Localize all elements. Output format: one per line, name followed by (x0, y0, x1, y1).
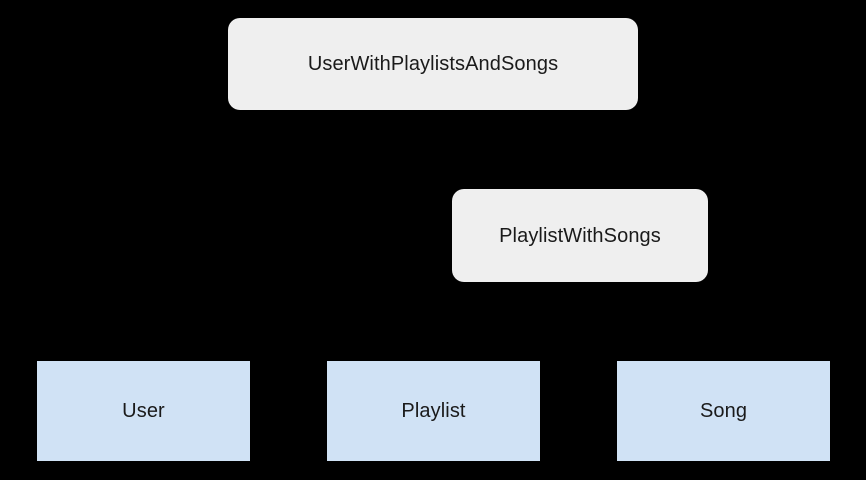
node-label: User (122, 400, 165, 422)
node-label: UserWithPlaylistsAndSongs (307, 53, 559, 75)
node-user[interactable]: User (37, 361, 250, 461)
node-song[interactable]: Song (617, 361, 830, 461)
node-user-with-playlists-and-songs[interactable]: UserWithPlaylistsAndSongs (228, 18, 638, 110)
node-label: Song (699, 400, 748, 422)
node-label: PlaylistWithSongs (499, 224, 661, 247)
node-playlist-with-songs[interactable]: PlaylistWithSongs (452, 189, 708, 282)
node-label: Playlist (401, 400, 466, 422)
node-playlist[interactable]: Playlist (327, 361, 540, 461)
